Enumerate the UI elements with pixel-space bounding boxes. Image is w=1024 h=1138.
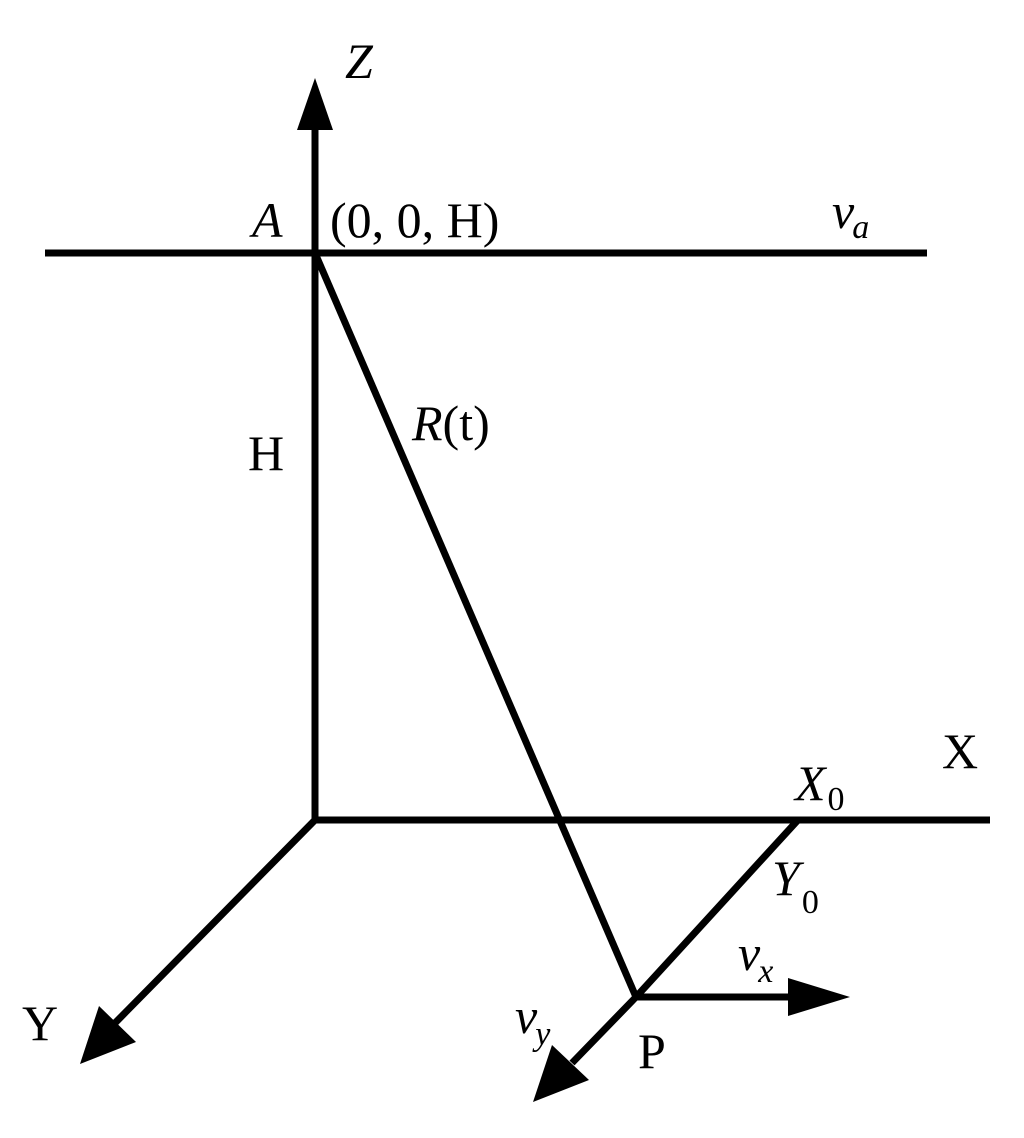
y-axis-label: Y <box>22 995 58 1051</box>
y0-offset-line <box>633 817 801 1000</box>
slant-range-label: R(t) <box>411 395 490 451</box>
platform-velocity-label: va <box>832 183 869 246</box>
point-a-label: A <box>249 192 283 248</box>
vy-arrowhead <box>533 1045 589 1102</box>
vx-label: vx <box>738 925 773 990</box>
y-axis-arrowhead <box>80 1006 136 1064</box>
z-axis-label: Z <box>345 33 374 89</box>
x0-label: X0 <box>793 755 845 818</box>
y0-label: Y0 <box>772 850 819 921</box>
vy-arrow-line <box>569 994 639 1066</box>
slant-range-line <box>311 251 640 999</box>
vy-label: vy <box>515 988 551 1053</box>
vx-arrowhead <box>788 978 850 1016</box>
height-label: H <box>248 425 284 481</box>
z-axis-arrowhead <box>297 78 333 130</box>
point-a-coordinates: (0, 0, H) <box>330 192 499 248</box>
x-axis-label: X <box>942 723 978 779</box>
point-p-label: P <box>638 1023 666 1079</box>
y-axis-line <box>112 817 318 1026</box>
